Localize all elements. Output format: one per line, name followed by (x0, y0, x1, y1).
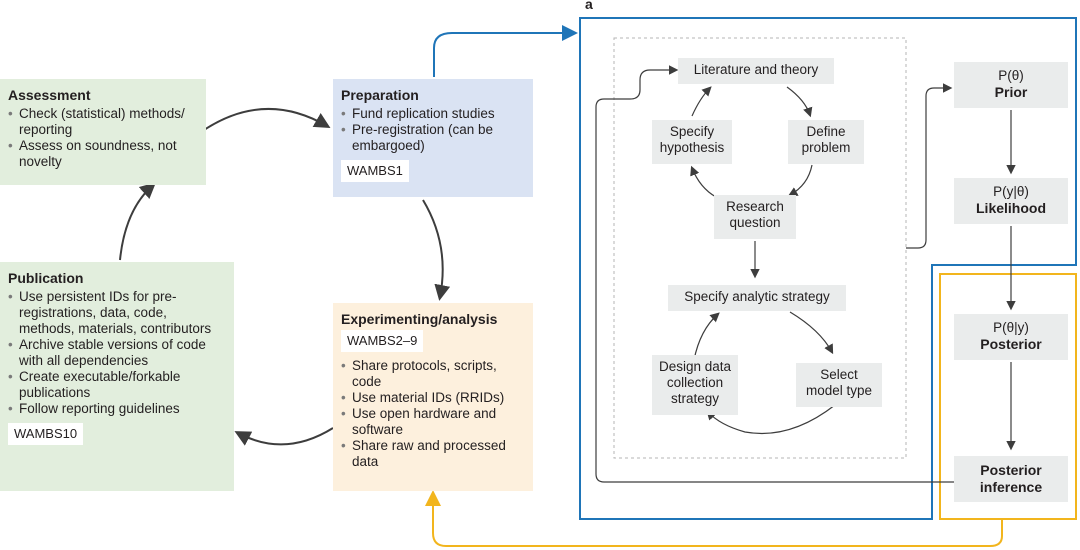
blue-frame (579, 17, 1077, 520)
node-specify-hypothesis: Specify hypothesis (652, 120, 732, 164)
wambs2-9-tag: WAMBS2–9 (341, 330, 424, 352)
wambs1-tag: WAMBS1 (341, 160, 409, 182)
wambs10-tag: WAMBS10 (8, 423, 84, 445)
arrow-preparation-to-experimenting (422, 199, 451, 301)
posterior-label: Posterior (980, 336, 1042, 352)
publication-item: Archive stable versions of code with all… (8, 337, 226, 369)
publication-item: Follow reporting guidelines (8, 401, 226, 417)
publication-title: Publication (8, 270, 84, 286)
node-literature-theory: Literature and theory (678, 58, 834, 84)
assessment-item: Assess on soundness, not novelty (8, 138, 198, 170)
preparation-item: Fund replication studies (341, 106, 525, 122)
preparation-item: Pre-registration (can be embargoed) (341, 122, 525, 154)
node-define-problem: Define problem (788, 120, 864, 164)
node-analytic-strategy: Specify analytic strategy (668, 285, 846, 311)
publication-box: Publication Use persistent IDs for pre-r… (0, 262, 234, 491)
assessment-item: Check (statistical) methods/ reporting (8, 106, 198, 138)
yellow-frame (939, 273, 1077, 520)
arrow-assessment-to-preparation (203, 108, 331, 131)
node-prior: P(θ) Prior (954, 62, 1068, 108)
experimenting-item: Use material IDs (RRIDs) (341, 390, 525, 406)
publication-item: Use persistent IDs for pre-registrations… (8, 289, 226, 337)
experimenting-title: Experimenting/analysis (341, 311, 498, 327)
node-design-data-collection: Design data collection strategy (652, 355, 738, 415)
arrow-experimenting-to-publication (234, 427, 334, 446)
node-likelihood: P(y|θ) Likelihood (954, 178, 1068, 224)
node-posterior: P(θ|y) Posterior (954, 314, 1068, 360)
assessment-box: Assessment Check (statistical) methods/ … (0, 79, 206, 185)
research-cycle-frame (613, 37, 907, 459)
prior-label: Prior (994, 84, 1028, 100)
experimenting-box: Experimenting/analysis WAMBS2–9 Share pr… (333, 303, 533, 491)
preparation-title: Preparation (341, 87, 419, 103)
preparation-box: Preparation Fund replication studies Pre… (333, 79, 533, 197)
assessment-title: Assessment (8, 87, 91, 103)
prior-formula: P(θ) (998, 68, 1024, 83)
publication-item: Create executable/forkable publications (8, 369, 226, 401)
node-research-question: Research question (714, 195, 796, 239)
node-posterior-inference: Posterior inference (954, 456, 1068, 502)
arrow-preparation-to-panel (433, 25, 578, 77)
experimenting-item: Use open hardware and software (341, 406, 525, 438)
likelihood-label: Likelihood (976, 200, 1046, 216)
arrow-publication-to-assessment (119, 182, 156, 261)
node-select-model-type: Select model type (796, 363, 882, 407)
arrow-inference-to-experimenting (425, 490, 1003, 547)
likelihood-formula: P(y|θ) (993, 184, 1029, 199)
posterior-formula: P(θ|y) (993, 320, 1029, 335)
panel-label: a (585, 0, 593, 12)
inference-label: Posterior inference (979, 462, 1043, 495)
experimenting-item: Share protocols, scripts, code (341, 358, 525, 390)
experimenting-item: Share raw and processed data (341, 438, 525, 470)
